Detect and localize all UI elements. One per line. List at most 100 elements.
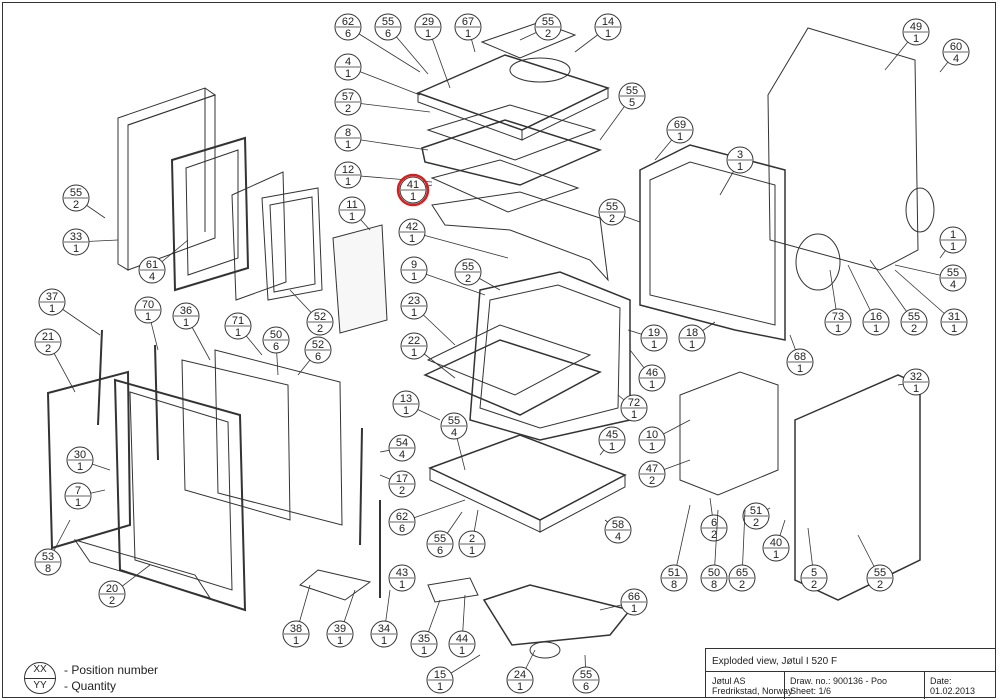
quantity-number: 1: [409, 233, 415, 245]
quantity-number: 2: [711, 529, 717, 541]
position-number: 73: [832, 311, 844, 323]
callout-bubble: 241: [506, 649, 536, 694]
position-number: 30: [74, 449, 86, 461]
callout-bubble: 522: [289, 289, 334, 336]
position-number: 45: [606, 429, 618, 441]
quantity-number: 1: [609, 441, 615, 453]
quantity-number: 1: [349, 211, 355, 223]
smoke-plate: [421, 119, 603, 186]
callout-bubble: 552: [869, 259, 928, 336]
callout-bubble: 411: [399, 176, 433, 204]
quantity-number: 6: [437, 545, 443, 557]
position-number: 62: [396, 511, 408, 523]
callout-bubble: 202: [98, 564, 151, 608]
quantity-number: 1: [235, 327, 241, 339]
quantity-number: 1: [951, 323, 957, 335]
air-intake: [795, 233, 841, 291]
callout-bubble: 661: [599, 588, 648, 616]
callout-bubble: 544: [379, 434, 416, 462]
position-number: 55: [947, 267, 959, 279]
quantity-number: 6: [273, 341, 279, 353]
callout-bubble: 552: [519, 13, 562, 41]
position-number: 24: [514, 669, 526, 681]
rear-wall: [639, 144, 786, 341]
position-number: 37: [46, 291, 58, 303]
callout-bubble: 161: [847, 264, 890, 336]
back-panel: [767, 27, 919, 271]
right-side-panel: [794, 374, 921, 601]
callout-bubble: 512: [742, 502, 771, 530]
position-number: 34: [378, 623, 390, 635]
position-number: 11: [346, 199, 357, 211]
callout-bubble: 526: [297, 336, 332, 376]
quantity-number: 6: [399, 523, 405, 535]
position-number: 4: [345, 56, 351, 68]
bottom-gasket: [529, 641, 561, 659]
quantity-number: 1: [183, 317, 189, 329]
quantity-number: 2: [545, 28, 551, 40]
callout-bubble: 401: [762, 519, 790, 562]
position-number: 60: [950, 41, 962, 53]
company-cell: Jøtul AS Fredrikstad, Norway: [712, 676, 793, 696]
quantity-number: 1: [399, 579, 405, 591]
callout-bubble: 431: [388, 564, 416, 592]
callout-bubble: 441: [448, 594, 476, 658]
callout-bubble: 221: [400, 332, 456, 379]
callout-bubble: 556: [426, 511, 463, 558]
position-number: 47: [646, 463, 658, 475]
callout-bubble: 652: [728, 509, 756, 592]
quantity-number: 1: [649, 441, 655, 453]
callout-bubble: 552: [454, 258, 501, 291]
legend-symbol-top: XX: [33, 664, 47, 675]
front-frame: [46, 370, 247, 612]
convection-box: [679, 371, 779, 496]
position-number: 35: [418, 633, 430, 645]
position-number: 31: [948, 311, 960, 323]
base-plate: [428, 434, 627, 533]
quantity-number: 1: [631, 603, 637, 615]
highlight-ring: [396, 173, 430, 207]
callout-bubble: 554: [440, 412, 468, 471]
leader-line: [347, 26, 421, 73]
legend: XX YY - Position number - Quantity: [10, 660, 250, 700]
quantity-number: 6: [345, 28, 351, 40]
callout-bubble: 626: [334, 13, 421, 73]
door-frame: [170, 136, 250, 292]
position-number: 55: [542, 16, 554, 28]
callout-bubble: 451: [598, 426, 626, 456]
bottom-tray: [482, 584, 632, 646]
side-bar: [359, 427, 363, 546]
drawing-number-cell: Draw. no.: 900136 - Poo Sheet: 1/6: [790, 676, 887, 696]
position-number: 50: [708, 567, 720, 579]
callout-bubble: 52: [800, 527, 828, 592]
quantity-number: 1: [950, 241, 956, 253]
callout-bubble: 131: [392, 390, 441, 421]
position-number: 6: [711, 517, 717, 529]
position-number: 52: [314, 311, 326, 323]
callout-bubble: 552: [62, 184, 106, 219]
callout-bubble: 151: [426, 654, 481, 694]
callout-bubble: 141: [574, 13, 622, 53]
position-number: 70: [142, 299, 154, 311]
position-number: 29: [422, 16, 434, 28]
quantity-number: 8: [671, 579, 677, 591]
position-number: 68: [794, 351, 806, 363]
callout-bubble: 556: [374, 13, 429, 75]
callout-bubble: 518: [660, 504, 691, 592]
position-number: 71: [232, 315, 244, 327]
position-number: 10: [646, 429, 658, 441]
callout-bubble: 11: [939, 226, 967, 259]
quantity-number: 4: [953, 53, 959, 65]
callout-bubble: 711: [224, 312, 263, 356]
front-door: [214, 349, 343, 526]
quantity-number: 6: [385, 28, 391, 40]
company-name: Jøtul AS: [712, 676, 746, 686]
quantity-number: 1: [345, 176, 351, 188]
position-number: 23: [408, 295, 420, 307]
callout-bubble: 731: [824, 269, 852, 336]
position-number: 51: [668, 567, 680, 579]
position-number: 49: [910, 21, 922, 33]
position-number: 52: [312, 339, 324, 351]
